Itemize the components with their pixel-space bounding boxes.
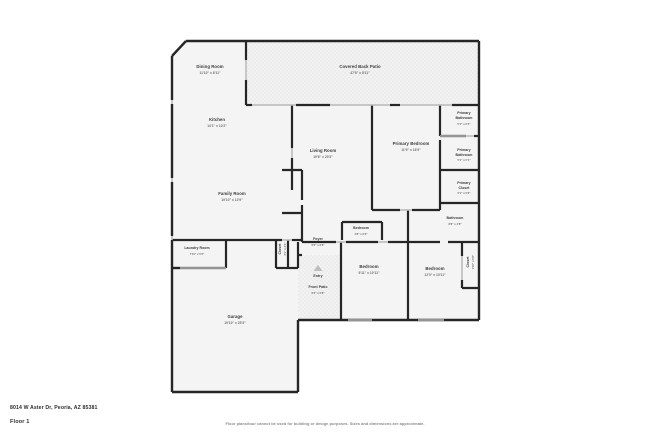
covered-back-patio-fill	[246, 41, 479, 105]
room-dimensions: 19'10" x 12'9"	[221, 198, 243, 202]
property-address: 8014 W Aster Dr, Peoria, AZ 85381	[10, 405, 98, 411]
room-name: Family Room	[218, 191, 246, 196]
room-name: Garage	[227, 314, 243, 319]
room-label-foyer: Foyer 6'2" x 6'6"	[311, 237, 325, 247]
room-dimensions: 1'10" x 5'6"	[471, 254, 475, 269]
room-dimensions: 47'6" x 8'11"	[350, 71, 370, 75]
room-name: Bedroom	[359, 264, 378, 269]
room-name: Foyer	[313, 237, 323, 241]
room-name: Laundry Room	[184, 246, 209, 250]
room-dimensions: 5'1" x 5'1"	[457, 158, 471, 162]
room-name: Primary	[457, 111, 470, 115]
room-dimensions: 5'1" x 5'6"	[457, 191, 471, 195]
room-name: Dining Room	[196, 64, 223, 69]
room-name: Primary	[457, 181, 470, 185]
disclaimer-text: Floor plans/tour cannot be used for buil…	[225, 421, 425, 426]
room-name: Bathroom	[447, 216, 464, 220]
room-label-covered-back-patio: Covered Back Patio 47'6" x 8'11"	[339, 64, 381, 75]
room-dimensions: 4'8" x 2'0"	[354, 232, 368, 236]
room-dimensions: 14'1" x 10'2"	[207, 124, 227, 128]
room-label-garage: Garage 19'10" x 25'3"	[224, 314, 246, 325]
exterior-walls	[170, 39, 481, 394]
room-name: Living Room	[310, 148, 337, 153]
front-patio-fill	[298, 255, 341, 320]
room-label-front-patio: Front Patio 6'2" x 6'8"	[308, 285, 327, 295]
room-label-kitchen: Kitchen 14'1" x 10'2"	[207, 117, 227, 128]
room-dimensions: 11'9" x 16'9"	[401, 148, 421, 152]
room-name-line2: Closet	[459, 186, 471, 190]
room-dimensions: 5'1" x 6'4"	[457, 122, 471, 126]
room-dimensions: 12'0" x 10'11"	[424, 273, 446, 277]
room-label-bedroom-right: Bedroom 12'0" x 10'11"	[424, 266, 446, 277]
room-label-laundry-room: Laundry Room 7'10" x 5'2"	[184, 246, 209, 256]
room-dimensions: 2'1" x 4'2"	[283, 242, 287, 256]
footer-bar: 8014 W Aster Dr, Peoria, AZ 85381 Floor …	[0, 396, 650, 434]
room-dimensions: 7'10" x 5'2"	[190, 252, 205, 256]
room-dimensions: 6'2" x 6'8"	[311, 291, 325, 295]
room-label-foyer-closet: Closet 2'1" x 4'2"	[278, 242, 287, 256]
floor-plan-drawing: Dining Room 11'10" x 8'11" Kitchen 14'1"…	[170, 39, 481, 394]
vertical-room-labels: Closet 2'1" x 4'2" Closet 1'10" x 5'6"	[278, 242, 475, 269]
room-name: Covered Back Patio	[339, 64, 381, 69]
room-label-family-room: Family Room 19'10" x 12'9"	[218, 191, 246, 202]
room-label-bedroom-closet-right: Closet 1'10" x 5'6"	[466, 254, 475, 269]
room-label-primary-bedroom: Primary Bedroom 11'9" x 16'9"	[393, 141, 430, 152]
room-label-bedroom-closet: Bedroom 4'8" x 2'0"	[353, 226, 369, 236]
room-name: Front Patio	[308, 285, 327, 289]
room-dimensions: 9'11" x 10'11"	[358, 271, 380, 275]
room-label-bedroom-center: Bedroom 9'11" x 10'11"	[358, 264, 380, 275]
entry-marker: Entry	[313, 265, 323, 278]
dining-floor-fill	[172, 41, 246, 100]
room-dimensions: 11'10" x 8'11"	[199, 71, 221, 75]
room-name: Closet	[278, 243, 282, 255]
house-floor-fill	[172, 41, 479, 392]
room-label-living-room: Living Room 19'6" x 20'3"	[310, 148, 337, 159]
room-dimensions: 19'6" x 20'3"	[313, 155, 333, 159]
floor-fills	[172, 41, 479, 392]
room-name: Bedroom	[353, 226, 369, 230]
entry-arrow-icon	[313, 265, 323, 271]
room-name: Bedroom	[425, 266, 444, 271]
room-labels: Dining Room 11'10" x 8'11" Kitchen 14'1"…	[184, 64, 472, 325]
room-dimensions: 8'8" x 4'8"	[448, 222, 462, 226]
entry-label: Entry	[313, 274, 322, 278]
room-name: Kitchen	[209, 117, 225, 122]
room-name-line2: Bathroom	[456, 153, 473, 157]
room-dimensions: 19'10" x 25'3"	[224, 321, 246, 325]
floor-label: Floor 1	[10, 419, 30, 425]
room-name-line2: Bathroom	[456, 116, 473, 120]
room-name: Primary	[457, 148, 470, 152]
room-name: Closet	[466, 256, 470, 268]
floor-plan-canvas: Dining Room 11'10" x 8'11" Kitchen 14'1"…	[170, 39, 481, 394]
door-openings	[171, 60, 474, 321]
room-dimensions: 6'2" x 6'6"	[311, 243, 325, 247]
room-label-dining-room: Dining Room 11'10" x 8'11"	[196, 64, 223, 75]
room-label-primary-bathroom-1: Primary Bathroom 5'1" x 6'4"	[456, 111, 473, 126]
room-name: Primary Bedroom	[393, 141, 430, 146]
room-label-bathroom: Bathroom 8'8" x 4'8"	[447, 216, 464, 226]
